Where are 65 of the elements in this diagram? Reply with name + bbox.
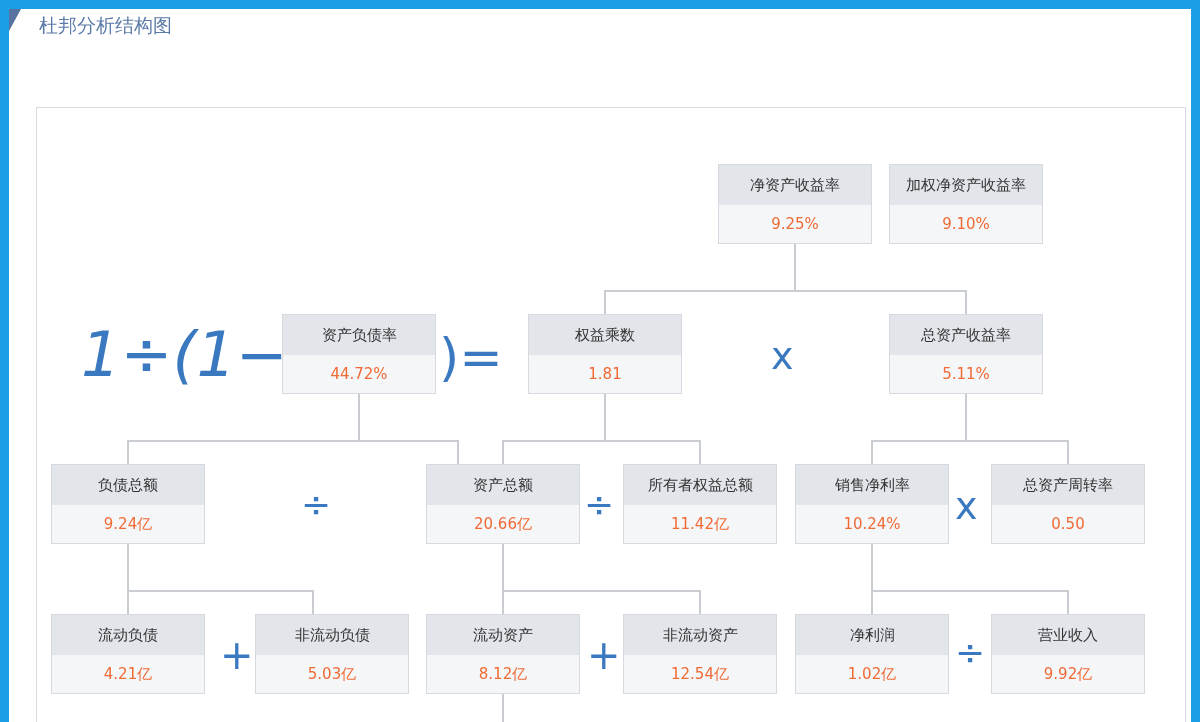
metric-card — [889, 314, 1043, 394]
metric-value: 11.42亿 — [670, 513, 730, 535]
metric-name: 负债总额 — [52, 465, 204, 505]
operator-symbol: + — [220, 635, 254, 675]
metric-card — [889, 164, 1043, 244]
metric-value: 10.24% — [842, 514, 902, 535]
metric-card — [991, 614, 1145, 694]
metric-card — [991, 464, 1145, 544]
metric-value: 0.50 — [1050, 514, 1086, 535]
metric-name: 总资产收益率 — [890, 315, 1042, 355]
metric-value: 4.21亿 — [102, 663, 154, 685]
metric-name: 资产负债率 — [283, 315, 435, 355]
metric-value: 12.54亿 — [670, 663, 730, 685]
metric-name: 所有者权益总额 — [624, 465, 776, 505]
connector-line — [358, 393, 459, 465]
metric-name: 净资产收益率 — [719, 165, 871, 205]
metric-card — [426, 464, 580, 544]
metric-value: 5.11% — [941, 364, 991, 385]
metric-name: 非流动资产 — [624, 615, 776, 655]
metric-name: 营业收入 — [992, 615, 1144, 655]
metric-value: 9.10% — [941, 214, 991, 235]
metric-name: 流动资产 — [427, 615, 579, 655]
metric-card — [255, 614, 409, 694]
metric-value: 1.81 — [587, 364, 623, 385]
operator-symbol: ÷ — [955, 635, 986, 671]
metric-card — [51, 464, 205, 544]
metric-card — [528, 314, 682, 394]
metric-value: 9.92亿 — [1042, 663, 1094, 685]
metric-value: 5.03亿 — [306, 663, 358, 685]
operator-symbol: x — [771, 337, 794, 375]
metric-card — [282, 314, 436, 394]
metric-name: 非流动负债 — [256, 615, 408, 655]
metric-card — [426, 614, 580, 694]
metric-card — [51, 614, 205, 694]
metric-name: 权益乘数 — [529, 315, 681, 355]
metric-card — [795, 464, 949, 544]
connector-line — [502, 693, 504, 722]
operator-symbol: + — [587, 635, 621, 675]
metric-value: 9.25% — [770, 214, 820, 235]
operator-symbol: x — [955, 487, 978, 525]
metric-name: 总资产周转率 — [992, 465, 1144, 505]
metric-value: 8.12亿 — [477, 663, 529, 685]
metric-name: 加权净资产收益率 — [890, 165, 1042, 205]
metric-card — [623, 464, 777, 544]
operator-symbol: ÷ — [301, 487, 332, 523]
metric-name: 销售净利率 — [796, 465, 948, 505]
metric-name: 资产总额 — [427, 465, 579, 505]
operator-symbol: )= — [439, 331, 503, 383]
operator-symbol: ÷ — [584, 487, 615, 523]
metric-value: 20.66亿 — [473, 513, 533, 535]
metric-card — [718, 164, 872, 244]
metric-card — [623, 614, 777, 694]
metric-name: 净利润 — [796, 615, 948, 655]
metric-value: 44.72% — [329, 364, 389, 385]
metric-value: 1.02亿 — [846, 663, 898, 685]
metric-card — [795, 614, 949, 694]
connector-line — [502, 543, 701, 615]
connector-line — [794, 243, 967, 315]
connector-line — [127, 543, 314, 615]
metric-name: 流动负债 — [52, 615, 204, 655]
connector-line — [871, 543, 1069, 615]
connector-line — [604, 393, 701, 465]
page-title: 杜邦分析结构图 — [39, 13, 172, 38]
connector-line — [965, 393, 1069, 465]
metric-value: 9.24亿 — [102, 513, 154, 535]
